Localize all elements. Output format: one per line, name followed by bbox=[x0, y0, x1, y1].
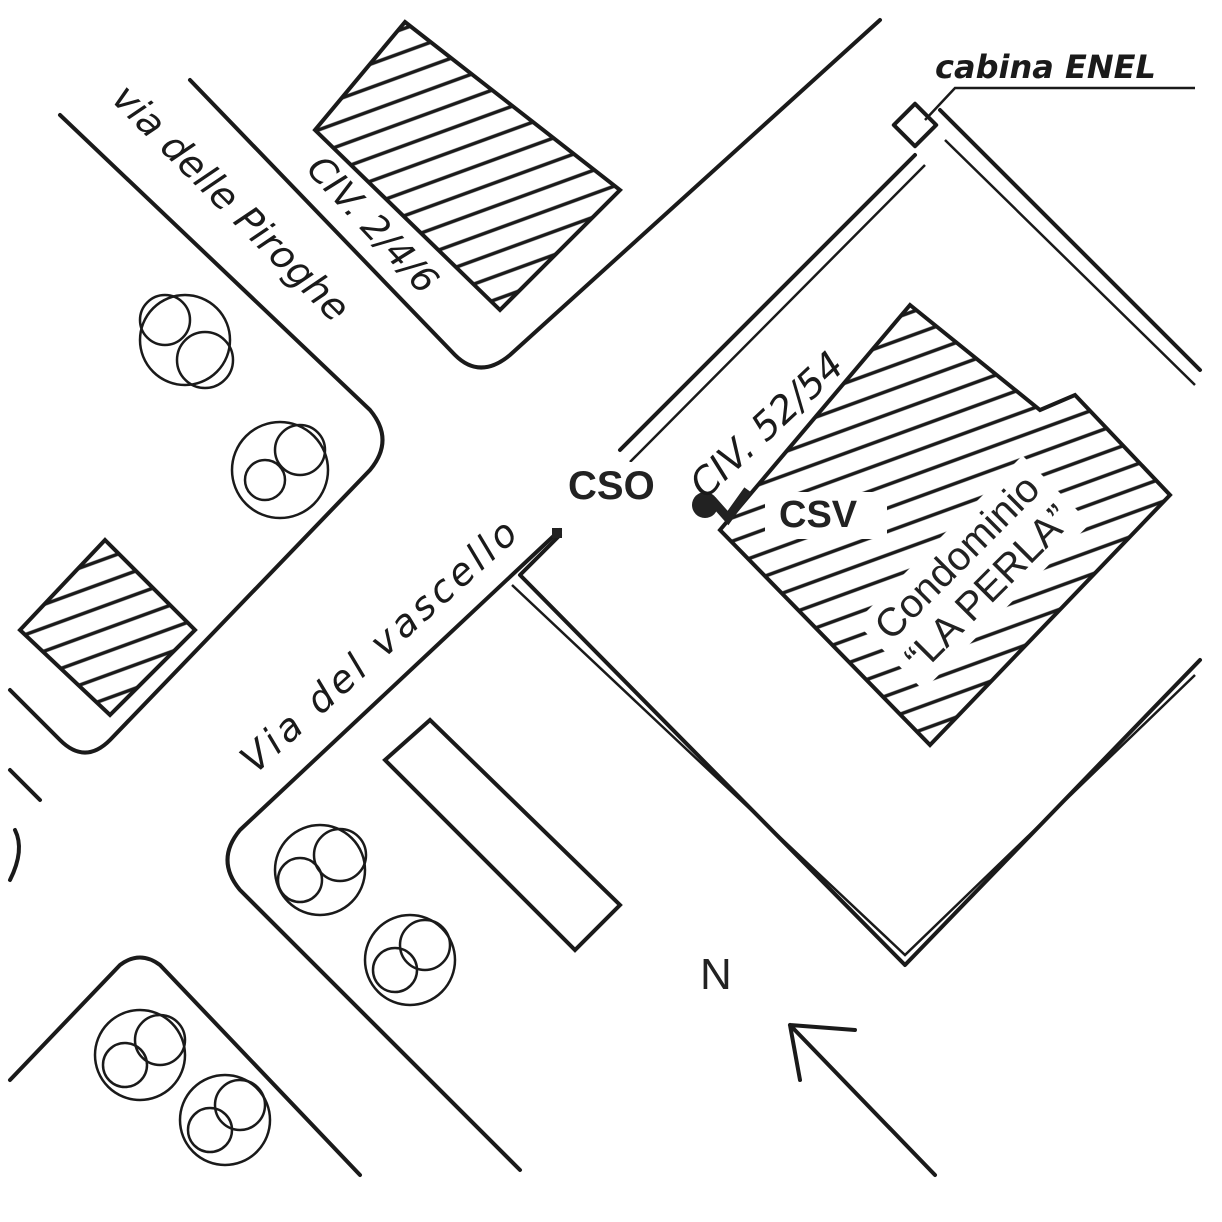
street-label-via-delle-piroghe: via delle Piroghe bbox=[104, 75, 359, 330]
long-structure bbox=[382, 717, 623, 953]
street-edge-left bbox=[8, 768, 42, 882]
building-condominio-la-perla bbox=[717, 302, 1173, 748]
street-edge-lower bbox=[225, 528, 562, 1172]
csv-label: CSV bbox=[765, 492, 888, 539]
tree-icon bbox=[138, 293, 235, 390]
cso-point-icon bbox=[552, 528, 562, 538]
tree-icon bbox=[230, 420, 330, 520]
csv-point-icon bbox=[692, 492, 718, 518]
street-edge-bottom-left bbox=[8, 955, 362, 1177]
tree-icon bbox=[363, 913, 457, 1007]
street-edge-piroghe-left bbox=[8, 113, 385, 755]
condominio-lot-inner bbox=[511, 139, 1196, 957]
cso-label: CSO bbox=[560, 462, 663, 511]
tree-icon bbox=[273, 823, 368, 917]
check-mark-icon bbox=[708, 487, 752, 526]
north-label: N bbox=[700, 950, 732, 999]
tree-icon bbox=[93, 1008, 187, 1102]
cabina-leader-line bbox=[924, 86, 1195, 121]
cabina-enel-box bbox=[891, 101, 939, 149]
street-label-via-del-vascello: Via del vascello bbox=[232, 508, 529, 782]
tree-icon bbox=[178, 1073, 272, 1167]
north-arrow-icon bbox=[788, 1023, 937, 1177]
building-civ-2-4-6 bbox=[312, 19, 624, 313]
street-edge-piroghe-right bbox=[188, 18, 882, 370]
cabina-enel-label: cabina ENEL bbox=[935, 48, 1156, 86]
building-left bbox=[17, 537, 198, 718]
